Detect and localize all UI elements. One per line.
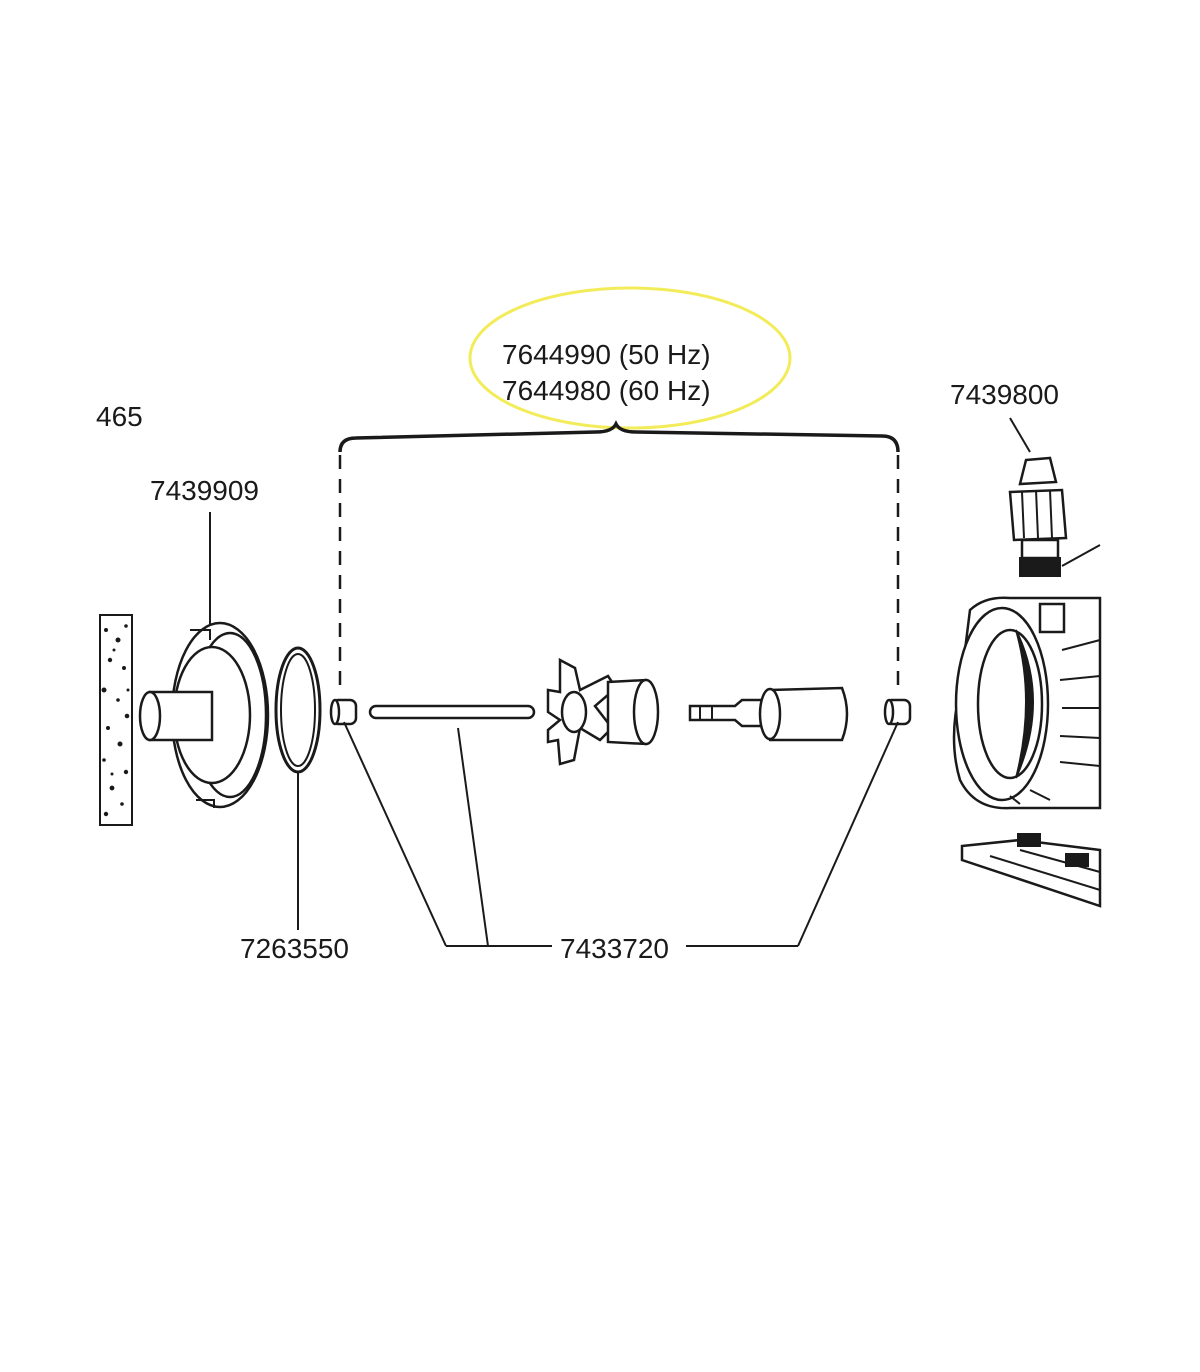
base-plate-part — [960, 833, 1102, 908]
label-nozzle: 7439800 — [950, 379, 1059, 410]
label-bearings: 7433720 — [560, 933, 669, 964]
leader-bearings — [343, 721, 899, 947]
leader-nozzle — [1009, 417, 1031, 453]
bearing-right-part — [883, 698, 912, 726]
label-oring: 7263550 — [240, 933, 349, 964]
pump-housing-part — [952, 596, 1102, 810]
intake-cover-part — [138, 621, 270, 809]
foam-block — [99, 614, 133, 826]
highlight-ellipse — [468, 286, 792, 430]
kit-bracket — [338, 420, 900, 453]
leader-nozzle-right — [1061, 544, 1101, 567]
label-kit-60hz: 7644980 (60 Hz) — [502, 375, 711, 406]
label-kit-50hz: 7644990 (50 Hz) — [502, 339, 711, 370]
impeller-part — [546, 657, 660, 766]
shaft-part — [368, 704, 536, 720]
nozzle-part — [1008, 456, 1068, 577]
o-ring-part — [274, 646, 322, 774]
bearing-left-part — [329, 698, 358, 726]
rotor-magnet-part — [688, 686, 849, 742]
label-intake: 7439909 — [150, 475, 259, 506]
label-partial-left: 465 — [96, 401, 143, 432]
